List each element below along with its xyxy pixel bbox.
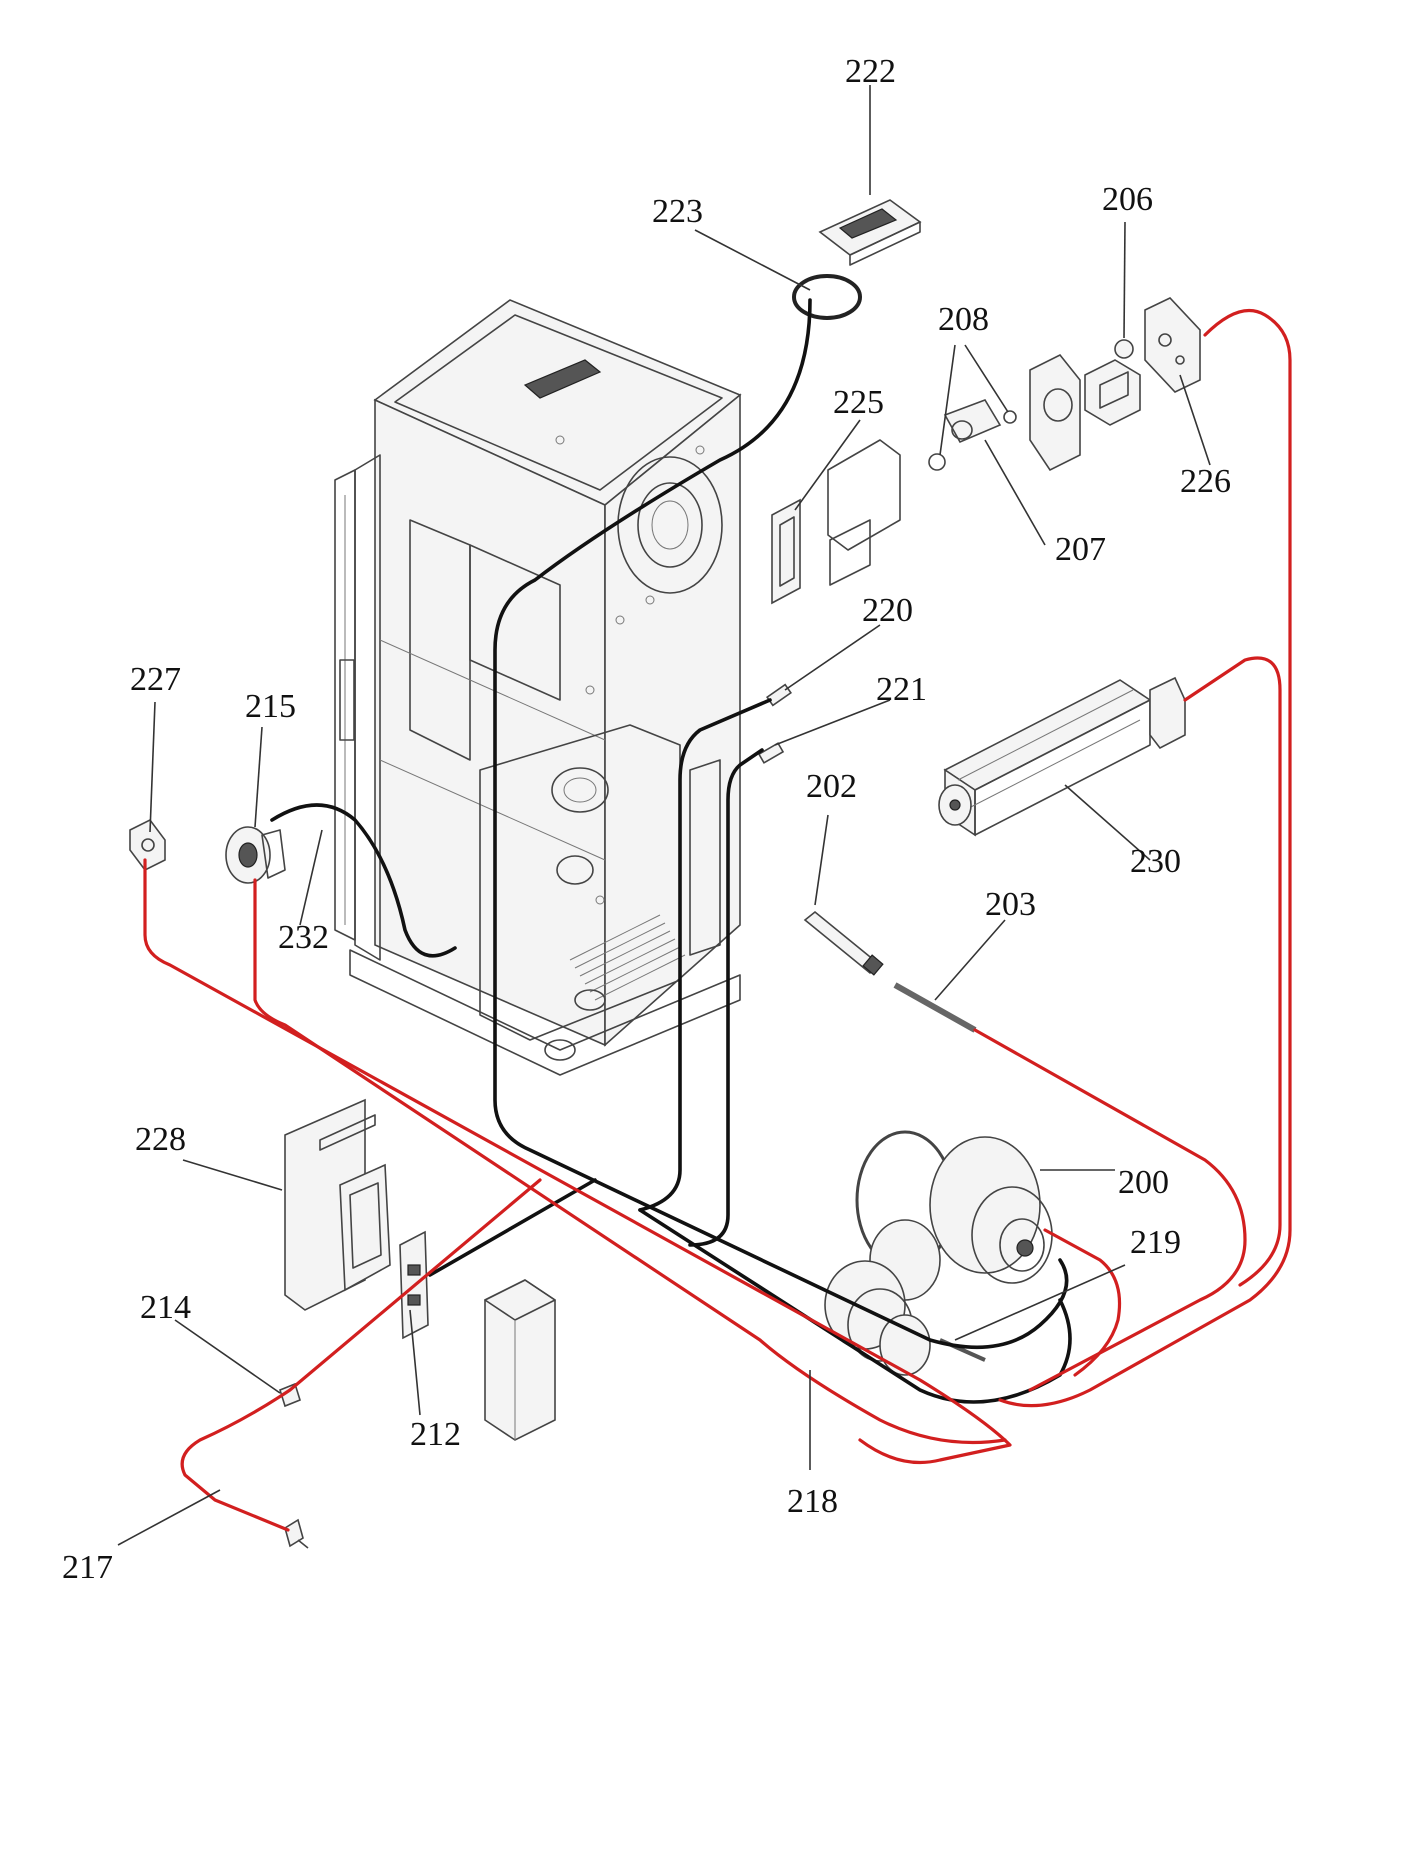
plate-225: [771, 498, 801, 605]
label-218: 218: [787, 1483, 838, 1520]
label-219: 219: [1130, 1224, 1181, 1261]
wire-black-212: [428, 1178, 597, 1277]
wire-black-232: [270, 803, 457, 958]
wire-red-203: [973, 1028, 1247, 1392]
display-panel-222: [818, 199, 922, 266]
label-217: 217: [62, 1549, 113, 1586]
label-220: 220: [862, 592, 913, 629]
label-215: 215: [245, 688, 296, 725]
wire-red-200: [1043, 1228, 1122, 1377]
motor-bracket-group: [1029, 353, 1141, 472]
gasket-ring-223: [792, 274, 862, 320]
gear-motor-226: [1144, 297, 1201, 393]
hopper-bracket: [827, 439, 901, 586]
nut-206: [1114, 339, 1134, 359]
callout-labels: 222 223 206 208 225 226 207 220 221 227 …: [62, 53, 1231, 1586]
nut-208a: [928, 453, 946, 471]
wire-black-221: [688, 748, 764, 1247]
label-212: 212: [410, 1416, 461, 1453]
power-plug-217: [284, 1518, 309, 1549]
fan-230: [938, 676, 1186, 837]
label-232: 232: [278, 919, 329, 956]
control-box: [484, 1279, 556, 1441]
stove-body: [334, 299, 742, 1076]
wire-red-fan230: [1183, 656, 1282, 1287]
wire-red-227: [143, 858, 1012, 1465]
bracket-228: [284, 1098, 391, 1311]
fuse-214: [279, 1382, 301, 1408]
pressure-switch-227: [129, 818, 166, 872]
label-225: 225: [833, 384, 884, 421]
label-207: 207: [1055, 531, 1106, 568]
pressure-switch-215: [225, 826, 286, 884]
wire-red-power: [180, 1178, 542, 1532]
label-200: 200: [1118, 1164, 1169, 1201]
igniter-203: [893, 982, 977, 1033]
label-223: 223: [652, 193, 703, 230]
label-206: 206: [1102, 181, 1153, 218]
label-230: 230: [1130, 843, 1181, 880]
label-221: 221: [876, 671, 927, 708]
label-227: 227: [130, 661, 181, 698]
wire-black-220: [638, 698, 772, 1212]
wire-red-218: [253, 878, 1007, 1445]
label-203: 203: [985, 886, 1036, 923]
probe-202: [803, 910, 884, 976]
label-226: 226: [1180, 463, 1231, 500]
sensor-221: [757, 742, 785, 764]
fitting-207: [943, 399, 1002, 444]
exhaust-fan-200: [824, 1130, 1053, 1376]
leader-lines: [117, 85, 1211, 1546]
wire-red-main: [998, 308, 1292, 1408]
label-214: 214: [140, 1289, 191, 1326]
label-208: 208: [938, 301, 989, 338]
label-228: 228: [135, 1121, 186, 1158]
nut-208b: [1003, 410, 1017, 424]
wire-black-display: [493, 298, 1069, 1350]
label-202: 202: [806, 768, 857, 805]
label-222: 222: [845, 53, 896, 90]
